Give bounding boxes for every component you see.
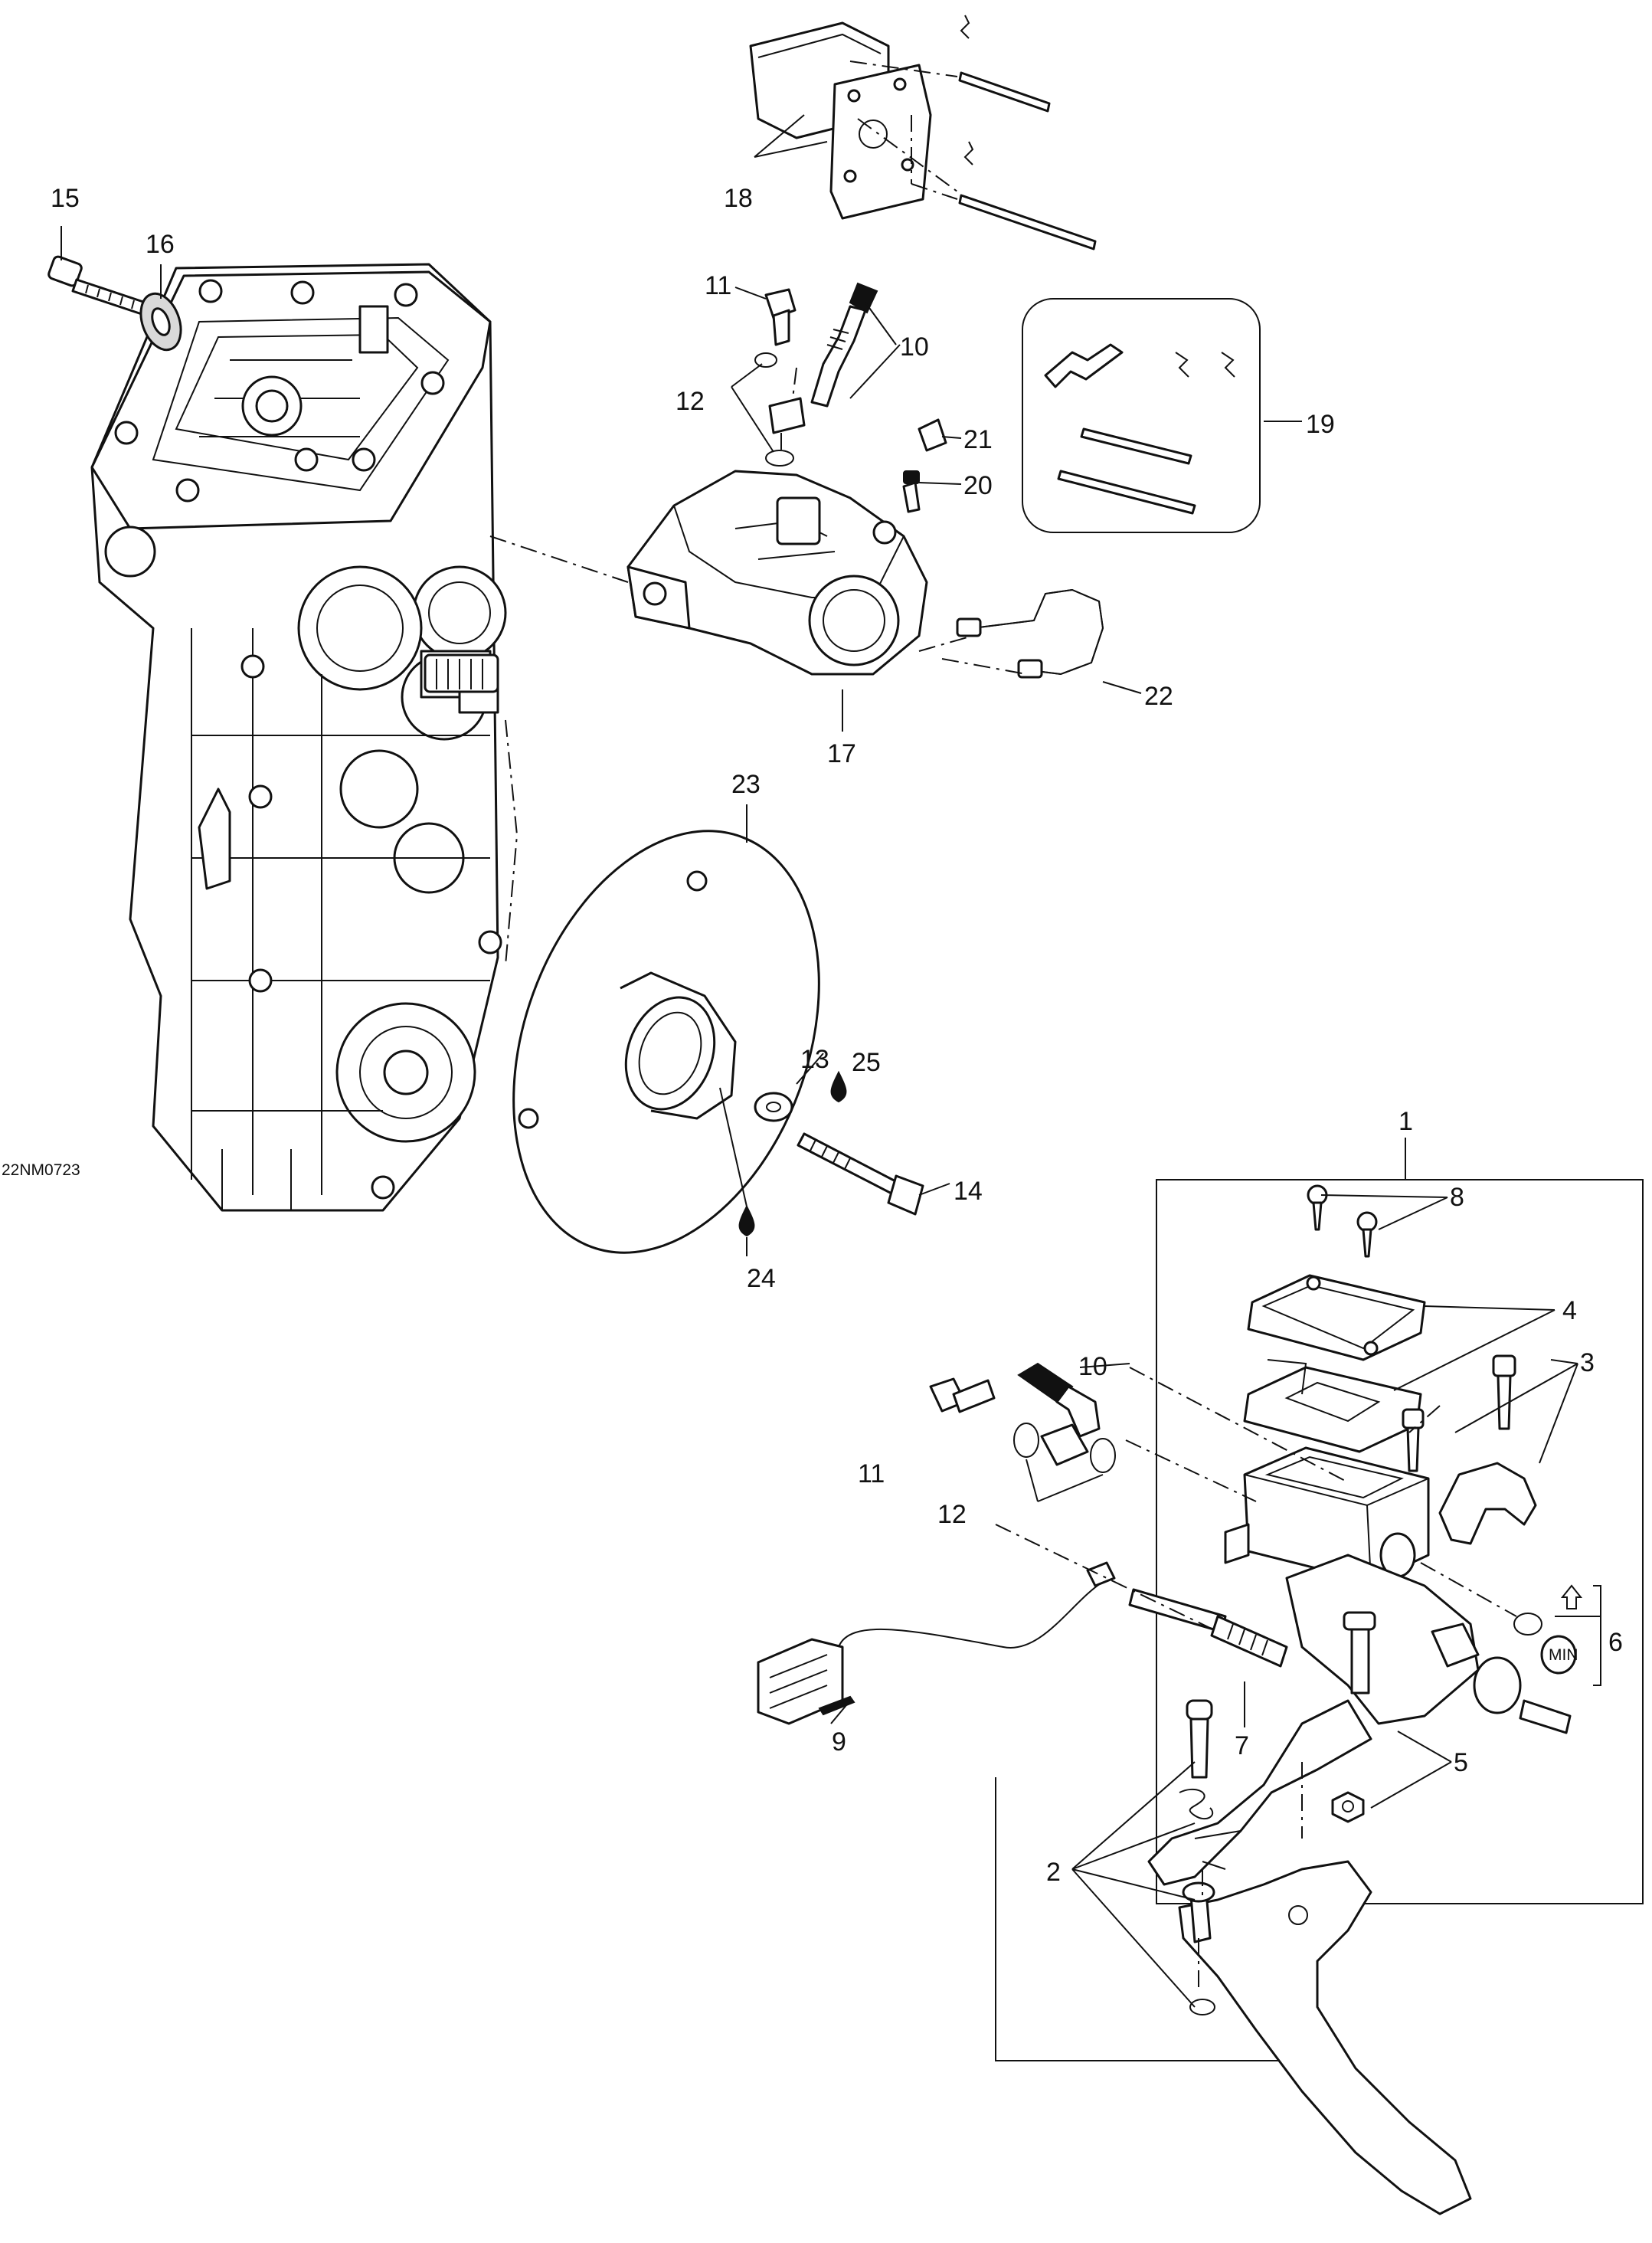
reservoir-body [1224, 1446, 1430, 1583]
callout-12-bottom: 12 [937, 1500, 967, 1529]
callout-labels: 1 2 3 4 5 6 7 8 9 10 10 11 11 12 12 13 1… [51, 184, 1623, 1887]
washers-12-bottom [1013, 1423, 1116, 1473]
callout-7: 7 [1235, 1731, 1249, 1760]
washers-12-top [754, 352, 806, 467]
bolt-15 [47, 255, 147, 316]
bolt-heads [114, 279, 502, 1200]
cover-4 [1247, 1274, 1426, 1361]
callout-9: 9 [832, 1727, 846, 1757]
callout-2: 2 [1046, 1858, 1061, 1887]
bleeder-20-cap-21 [902, 418, 947, 513]
callout-22: 22 [1144, 682, 1173, 711]
brake-switch-7 [838, 1561, 1288, 1668]
plunger-boot [1473, 1656, 1572, 1734]
callout-3: 3 [1580, 1348, 1595, 1377]
callout-21: 21 [963, 425, 993, 454]
callout-25: 25 [852, 1048, 881, 1077]
figure-code: 22NM0723 [2, 1161, 80, 1179]
reservoir-window-text: MIN [1549, 1646, 1578, 1664]
callout-15: 15 [51, 184, 80, 213]
callout-18: 18 [724, 184, 753, 213]
connector-9 [757, 1638, 855, 1725]
leader-lines [61, 114, 1601, 2008]
brake-hose-10-top [810, 282, 878, 408]
callout-24: 24 [747, 1264, 776, 1293]
callout-8: 8 [1450, 1183, 1464, 1212]
switch-6: MIN [1513, 1584, 1601, 1686]
pivot-pin-2 [1179, 1699, 1215, 2015]
washer-16 [139, 292, 182, 352]
callout-19: 19 [1306, 410, 1335, 439]
callout-13: 13 [800, 1045, 829, 1074]
washer-13 [754, 1092, 793, 1122]
mc-body [1285, 1554, 1480, 1725]
center-lines [489, 367, 1517, 1992]
banjo-bolt-11-bottom [929, 1377, 996, 1413]
callout-4: 4 [1562, 1296, 1577, 1325]
callout-12-top: 12 [676, 387, 705, 416]
diaphragm-4 [1243, 1366, 1422, 1453]
brake-lever [1147, 1699, 1472, 2215]
callout-20: 20 [963, 471, 993, 500]
pivot-bolt-5-nut [1331, 1791, 1365, 1823]
brake-caliper-17 [626, 470, 928, 676]
output-shaft [424, 653, 499, 693]
callout-23: 23 [731, 770, 761, 799]
screws-8 [1307, 1184, 1378, 1258]
brake-pads-18 [749, 21, 932, 220]
bolt-14 [797, 1132, 924, 1216]
brake-disc-23 [512, 830, 820, 1254]
oil-drop-25 [830, 1070, 847, 1103]
callout-11-bottom: 11 [858, 1459, 885, 1488]
lever-frame [995, 1777, 1279, 2061]
brake-hose-10-bottom [1017, 1362, 1101, 1438]
kit-19 [1022, 298, 1261, 533]
brake-line-22 [956, 588, 1104, 679]
callout-17: 17 [827, 739, 856, 768]
callout-16: 16 [146, 230, 175, 259]
banjo-bolt-11-top [764, 288, 797, 346]
callout-10-bottom: 10 [1078, 1352, 1107, 1381]
oil-drop-24 [738, 1204, 755, 1237]
callout-11-top: 11 [705, 271, 731, 300]
callout-5: 5 [1454, 1748, 1468, 1777]
gearbox-housing [90, 263, 507, 1212]
pad-pins [849, 15, 1097, 250]
callout-6: 6 [1608, 1628, 1623, 1657]
callout-10-top: 10 [900, 332, 929, 362]
clamp-screws-3 [1402, 1354, 1516, 1472]
clamp-3 [1438, 1462, 1537, 1545]
callout-14: 14 [954, 1177, 983, 1206]
callout-1: 1 [1398, 1107, 1413, 1136]
